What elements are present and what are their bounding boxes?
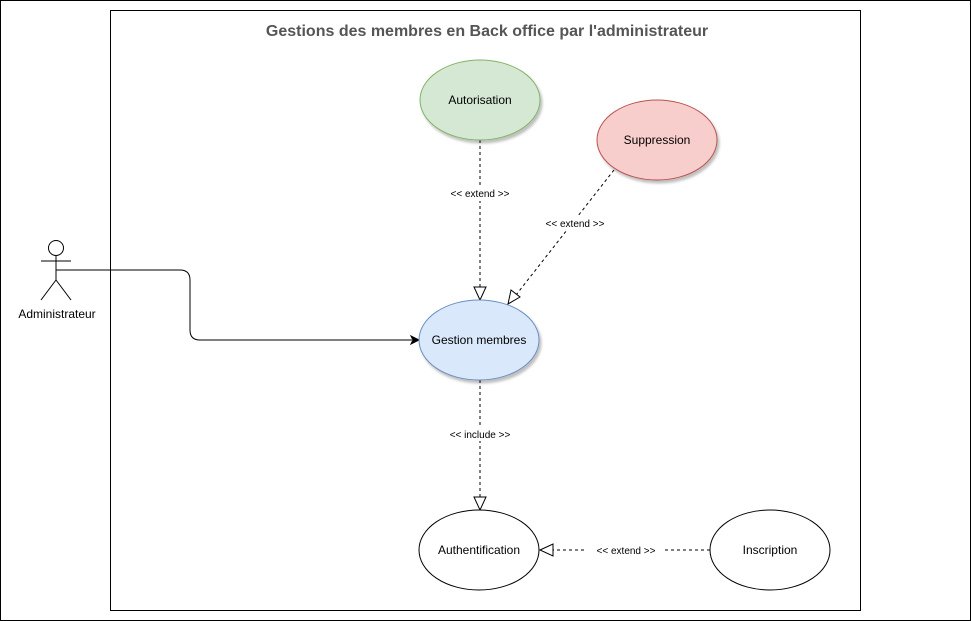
actor-head — [48, 240, 64, 256]
autorisation-extend-arrowhead — [473, 286, 487, 302]
actor-left-leg — [40, 279, 57, 301]
gestion-include-label: << include >> — [450, 430, 511, 441]
actor-administrateur[interactable] — [40, 240, 72, 301]
inscription-extend-label: << extend >> — [597, 546, 656, 557]
autorisation-extend-label: << extend >> — [451, 189, 510, 200]
gestion-include-arrowhead — [473, 496, 487, 512]
usecase-inscription-label: Inscription — [743, 543, 798, 557]
usecase-authentification[interactable]: Authentification — [418, 509, 540, 591]
suppression-extend-line[interactable] — [515, 169, 615, 296]
usecase-inscription-shape — [709, 509, 831, 591]
usecase-suppression-shape — [596, 99, 718, 181]
association-arrowhead — [409, 334, 421, 346]
usecase-suppression-label: Suppression — [624, 133, 691, 147]
inscription-extend-arrowhead — [538, 543, 554, 557]
usecase-authentification-shape — [418, 509, 540, 591]
system-title: Gestions des membres en Back office par … — [266, 23, 708, 40]
system-boundary[interactable] — [110, 10, 861, 611]
suppression-extend-label: << extend >> — [546, 219, 605, 230]
usecase-gestion-membres-label: Gestion membres — [432, 333, 527, 347]
usecase-suppression[interactable]: Suppression — [596, 99, 718, 181]
actor-label: Administrateur — [18, 307, 95, 321]
usecase-gestion-membres-shape — [418, 299, 540, 381]
usecase-autorisation-shape — [419, 59, 541, 141]
association-line[interactable] — [56, 269, 412, 341]
usecase-autorisation[interactable]: Autorisation — [419, 59, 541, 141]
usecase-gestion-membres[interactable]: Gestion membres — [418, 299, 540, 381]
usecase-authentification-label: Authentification — [438, 543, 520, 557]
suppression-extend-arrowhead — [507, 289, 521, 306]
actor-right-leg — [55, 279, 72, 301]
usecase-inscription[interactable]: Inscription — [709, 509, 831, 591]
usecase-autorisation-label: Autorisation — [448, 93, 511, 107]
